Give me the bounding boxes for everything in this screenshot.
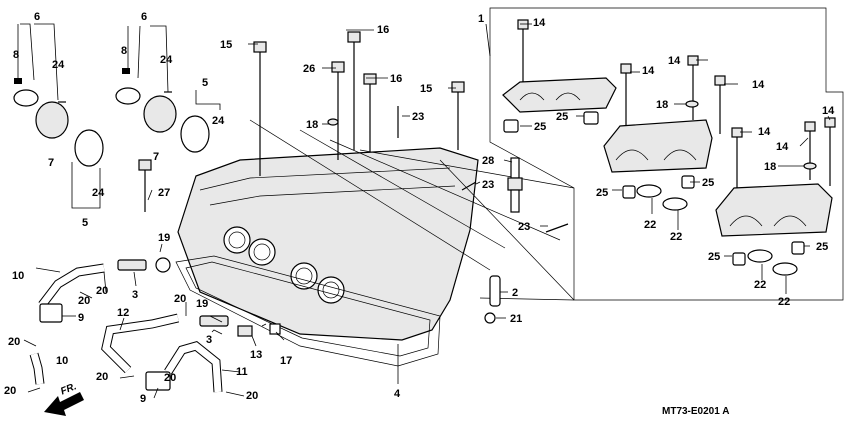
- callout-14: 14: [752, 79, 765, 91]
- callout-25: 25: [556, 111, 568, 123]
- callout-20: 20: [96, 285, 108, 297]
- leader-lines: [17, 23, 831, 399]
- callout-3: 3: [132, 289, 138, 301]
- callout-24: 24: [212, 115, 225, 127]
- callout-19: 19: [158, 232, 170, 244]
- callout-8: 8: [121, 45, 127, 57]
- callout-27: 27: [158, 187, 170, 199]
- callout-26: 26: [303, 63, 315, 75]
- callout-5: 5: [82, 217, 88, 229]
- callout-24: 24: [92, 187, 105, 199]
- head-bolts: [138, 31, 569, 233]
- callout-25: 25: [534, 121, 546, 133]
- callout-16: 16: [390, 73, 402, 85]
- callout-22: 22: [644, 219, 656, 231]
- hoses: [29, 257, 281, 393]
- callout-20: 20: [174, 293, 186, 305]
- callout-13: 13: [250, 349, 262, 361]
- callout-22: 22: [670, 231, 682, 243]
- callout-23: 23: [518, 221, 530, 233]
- callout-14: 14: [642, 65, 655, 77]
- callout-23: 23: [482, 179, 494, 191]
- guide-lines: [249, 119, 575, 301]
- callout-9: 9: [140, 393, 146, 405]
- callout-11: 11: [236, 366, 248, 378]
- callout-19: 19: [196, 298, 208, 310]
- callout-20: 20: [246, 390, 258, 402]
- callout-15: 15: [420, 83, 432, 95]
- callout-12: 12: [117, 307, 129, 319]
- callout-6: 6: [34, 11, 40, 23]
- callout-14: 14: [758, 126, 771, 138]
- front-direction-arrow: [44, 392, 84, 416]
- callout-10: 10: [12, 270, 24, 282]
- callout-20: 20: [8, 336, 20, 348]
- callout-6: 6: [141, 11, 147, 23]
- callout-8: 8: [13, 49, 19, 61]
- callout-4: 4: [394, 388, 401, 400]
- callout-14: 14: [822, 105, 835, 117]
- callout-18: 18: [656, 99, 668, 111]
- callout-17: 17: [280, 355, 292, 367]
- callout-labels: 1 2 3 3 4 5 5 6 6 7 7 8 8 9 9 10 10 11 1…: [4, 11, 835, 405]
- callout-18: 18: [764, 161, 776, 173]
- diagram-code: MT73-E0201 A: [662, 406, 729, 417]
- bolt-14: [517, 19, 836, 188]
- callout-24: 24: [160, 54, 173, 66]
- callout-20: 20: [78, 295, 90, 307]
- callout-1: 1: [478, 13, 484, 25]
- callout-10: 10: [56, 355, 68, 367]
- insulators: [13, 68, 210, 167]
- callout-7: 7: [48, 157, 54, 169]
- callout-25: 25: [816, 241, 828, 253]
- part-2: [489, 275, 501, 307]
- callout-5: 5: [202, 77, 208, 89]
- callout-24: 24: [52, 59, 65, 71]
- callout-20: 20: [4, 385, 16, 397]
- callout-20: 20: [96, 371, 108, 383]
- callout-9: 9: [78, 312, 84, 324]
- spark-plug: [507, 157, 523, 213]
- callout-25: 25: [708, 251, 720, 263]
- callout-22: 22: [754, 279, 766, 291]
- callout-23: 23: [412, 111, 424, 123]
- callout-25: 25: [596, 187, 608, 199]
- callout-18: 18: [306, 119, 318, 131]
- callout-2: 2: [512, 287, 518, 299]
- callout-14: 14: [776, 141, 789, 153]
- camshaft-holder-group: [489, 7, 844, 301]
- callout-14: 14: [668, 55, 681, 67]
- cylinder-head: [175, 147, 479, 367]
- callout-25: 25: [702, 177, 714, 189]
- callout-3: 3: [206, 334, 212, 346]
- callout-20: 20: [164, 372, 176, 384]
- callout-22: 22: [778, 296, 790, 308]
- part-21: [484, 312, 496, 324]
- callout-7: 7: [153, 151, 159, 163]
- callout-28: 28: [482, 155, 494, 167]
- callout-15: 15: [220, 39, 232, 51]
- callout-21: 21: [510, 313, 522, 325]
- callout-16: 16: [377, 24, 389, 36]
- callout-14: 14: [533, 17, 546, 29]
